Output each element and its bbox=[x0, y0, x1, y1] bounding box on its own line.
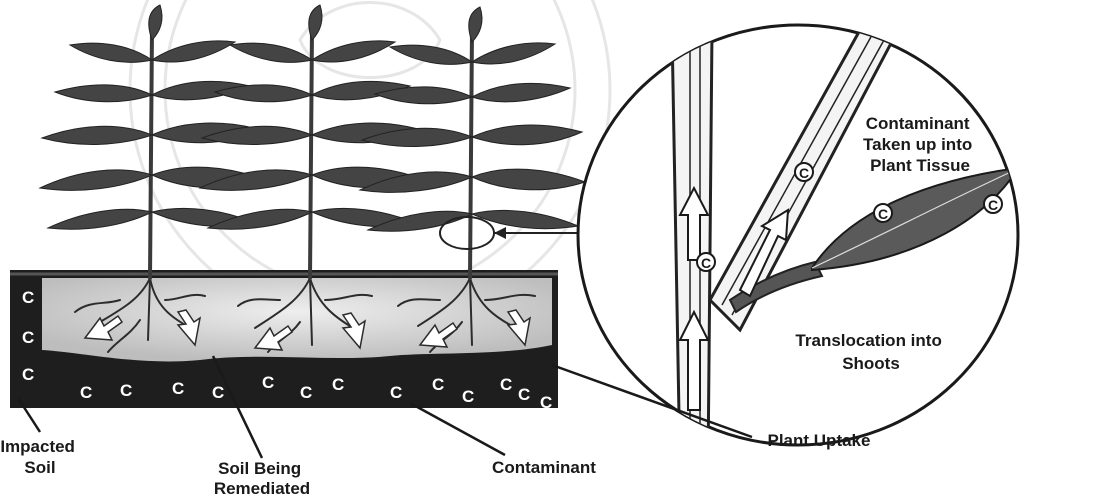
contaminant-marker: C bbox=[300, 383, 312, 402]
contaminant-marker: C bbox=[432, 375, 444, 394]
taken-up-label: Contaminant Taken up into Plant Tissue bbox=[863, 114, 977, 175]
contaminant-marker: C bbox=[701, 255, 711, 271]
contaminant-marker: C bbox=[22, 288, 34, 307]
contaminant-marker: C bbox=[799, 165, 809, 181]
contaminant-marker: C bbox=[212, 383, 224, 402]
stem-highlight-circle bbox=[440, 217, 494, 249]
plant-stems bbox=[150, 28, 472, 278]
contaminant-marker: C bbox=[262, 373, 274, 392]
impacted-soil-label: Impacted Soil bbox=[0, 437, 79, 477]
contaminant-marker: C bbox=[172, 379, 184, 398]
contaminant-leader bbox=[410, 403, 505, 455]
contaminant-marker: C bbox=[462, 387, 474, 406]
contaminant-marker: C bbox=[500, 375, 512, 394]
contaminant-marker: C bbox=[878, 206, 888, 222]
soil-being-remediated-label: Soil Being Remediated bbox=[214, 459, 310, 497]
contaminant-marker: C bbox=[332, 375, 344, 394]
contaminant-marker: C bbox=[540, 393, 552, 412]
contaminant-marker: C bbox=[988, 197, 998, 213]
contaminant-label: Contaminant bbox=[492, 458, 596, 477]
contaminant-marker: C bbox=[22, 328, 34, 347]
contaminant-marker: C bbox=[518, 385, 530, 404]
contaminant-marker: C bbox=[22, 365, 34, 384]
plant-uptake-label: Plant Uptake bbox=[768, 431, 871, 450]
contaminant-marker: C bbox=[390, 383, 402, 402]
contaminant-marker: C bbox=[120, 381, 132, 400]
magnified-view: C C C C Contaminant Taken up into Plant … bbox=[578, 25, 1018, 470]
contaminant-marker: C bbox=[80, 383, 92, 402]
magnify-pointer-arrowhead bbox=[494, 227, 506, 239]
